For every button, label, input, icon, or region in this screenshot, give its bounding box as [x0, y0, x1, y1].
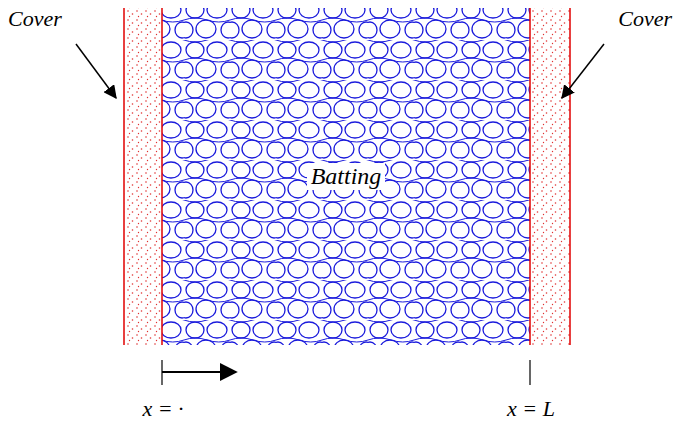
region-label: Batting: [307, 163, 386, 190]
position-label: x = L: [507, 396, 555, 422]
cover-layer: [530, 8, 570, 345]
batting-fibres: [162, 8, 530, 345]
axis-arrow: [162, 371, 236, 373]
cover-edge: [161, 8, 163, 345]
part-label: Cover: [8, 6, 62, 32]
cover-edge: [569, 8, 571, 345]
cover-edge: [123, 8, 125, 345]
leader-arrow: [76, 44, 116, 98]
leader-arrow: [562, 44, 604, 98]
part-label: Cover: [618, 6, 672, 32]
cover-edge: [529, 8, 531, 345]
batting-region: Batting: [162, 8, 530, 345]
position-label: x = ·: [142, 396, 183, 422]
position-tick: [529, 360, 530, 385]
cover-layer: [124, 8, 162, 345]
